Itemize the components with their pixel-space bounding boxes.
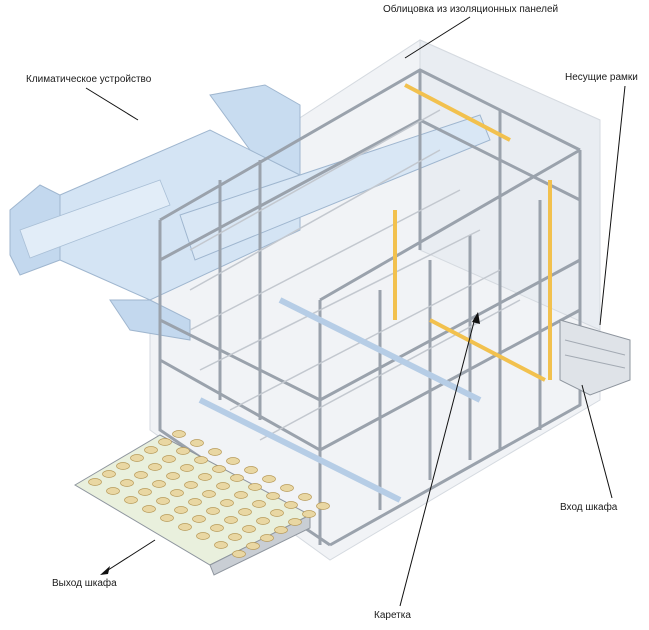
bun — [284, 501, 298, 509]
bun — [192, 515, 206, 523]
bun — [262, 475, 276, 483]
bun — [242, 525, 256, 533]
yellow-guides — [393, 83, 552, 382]
bun — [184, 481, 198, 489]
bun — [288, 518, 302, 526]
bun — [198, 473, 212, 481]
bun — [148, 463, 162, 471]
label-inlet: Вход шкафа — [560, 502, 618, 513]
bun — [270, 509, 284, 517]
bun — [152, 480, 166, 488]
bun — [194, 456, 208, 464]
bun — [244, 466, 258, 474]
bun — [158, 438, 172, 446]
bun — [274, 526, 288, 534]
bun — [210, 524, 224, 532]
bun — [220, 499, 234, 507]
bun — [230, 474, 244, 482]
bun — [172, 430, 186, 438]
bun — [166, 472, 180, 480]
label-outlet: Выход шкафа — [52, 578, 117, 589]
bun — [266, 492, 280, 500]
bun — [260, 534, 274, 542]
bun — [212, 465, 226, 473]
bun — [160, 514, 174, 522]
bun — [280, 484, 294, 492]
bun — [256, 517, 270, 525]
blue-crossbars — [198, 297, 482, 503]
bun — [156, 497, 170, 505]
bun — [170, 489, 184, 497]
bun — [232, 550, 246, 558]
bun — [162, 455, 176, 463]
bun — [88, 478, 102, 486]
bun — [174, 506, 188, 514]
bun — [206, 507, 220, 515]
bun — [224, 516, 238, 524]
bun — [124, 496, 138, 504]
bun — [142, 505, 156, 513]
bun-rows — [88, 430, 330, 558]
bun — [234, 491, 248, 499]
bun — [120, 479, 134, 487]
bun — [238, 508, 252, 516]
bun — [190, 439, 204, 447]
label-carriage: Каретка — [374, 610, 411, 621]
inlet-conveyor — [559, 319, 631, 396]
bun — [196, 532, 210, 540]
bun — [252, 500, 266, 508]
bun — [134, 471, 148, 479]
bun — [302, 510, 316, 518]
bun — [188, 498, 202, 506]
bun — [208, 448, 222, 456]
bun — [176, 447, 190, 455]
label-climate-unit: Климатическое устройство — [26, 74, 152, 85]
bun — [226, 457, 240, 465]
bun — [116, 462, 130, 470]
bun — [228, 533, 242, 541]
bun — [214, 541, 228, 549]
bun — [144, 446, 158, 454]
label-support-frames: Несущие рамки — [565, 72, 638, 83]
label-cladding: Облицовка из изоляционных панелей — [383, 4, 559, 15]
bun — [130, 454, 144, 462]
bun — [106, 487, 120, 495]
bun — [248, 483, 262, 491]
bun — [216, 482, 230, 490]
bun — [178, 523, 192, 531]
bun — [316, 502, 330, 510]
bun — [102, 470, 116, 478]
bun — [138, 488, 152, 496]
bun — [246, 542, 260, 550]
bun — [298, 493, 312, 501]
bun — [202, 490, 216, 498]
bun — [180, 464, 194, 472]
